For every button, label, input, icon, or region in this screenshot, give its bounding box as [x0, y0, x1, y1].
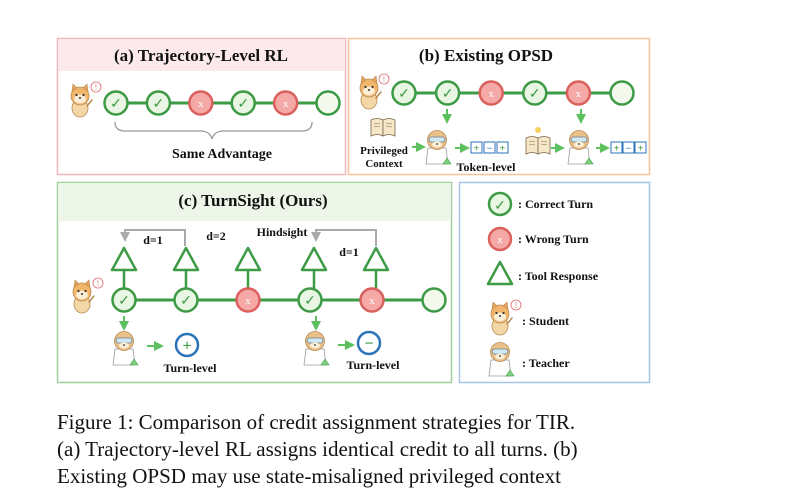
panel-c-header [58, 183, 451, 221]
book-icon [370, 118, 396, 137]
svg-text:✓: ✓ [237, 97, 249, 112]
plus-icon: + [174, 332, 200, 358]
svg-text:+: + [500, 144, 506, 155]
panel-c: (c) TurnSight (Ours) d=1 d=2 Hindsight d… [56, 181, 453, 384]
token-level-boxes-right: + − + [610, 141, 647, 155]
legend-correct: ✓ : Correct Turn [487, 191, 593, 217]
turn-correct-icon: ✓ [297, 287, 323, 313]
turn-wrong-icon: x [235, 287, 261, 313]
legend-student: ! : Student [490, 299, 569, 336]
svg-text:!: ! [95, 83, 98, 92]
svg-text:✓: ✓ [153, 97, 165, 112]
turn-empty-icon [609, 80, 635, 106]
privileged-label: Privileged [360, 145, 408, 157]
svg-text:+: + [182, 338, 191, 355]
turn-wrong-icon: x [272, 90, 299, 116]
panel-b-title: (b) Existing OPSD [419, 46, 553, 65]
token-level-label: Token-level [457, 160, 517, 174]
turn-wrong-icon: x [188, 90, 214, 116]
svg-text:: Student: : Student [522, 314, 569, 328]
turn-wrong-icon: x [478, 80, 504, 106]
turn-level-label: Turn-level [164, 361, 218, 375]
svg-text:!: ! [383, 75, 386, 84]
token-level-boxes-left: + − + [470, 141, 509, 155]
distance-label: d=1 [143, 233, 163, 247]
turn-correct-icon: ✓ [230, 90, 256, 116]
svg-text:✓: ✓ [110, 97, 122, 112]
hindsight-label: Hindsight [257, 225, 308, 239]
caption-line: Figure 1: Comparison of credit assignmen… [57, 410, 576, 434]
turn-correct-icon: ✓ [111, 287, 137, 313]
svg-text:✓: ✓ [494, 199, 506, 214]
svg-text:x: x [198, 98, 204, 110]
svg-text:: Tool Response: : Tool Response [518, 269, 599, 283]
turn-correct-icon: ✓ [434, 80, 461, 106]
svg-text:−: − [626, 144, 632, 155]
svg-text:✓: ✓ [180, 294, 192, 309]
same-advantage-bracket [114, 121, 313, 140]
legend-teacher: : Teacher [488, 342, 570, 377]
student-icon: ! [72, 277, 104, 314]
book-icon [525, 127, 551, 155]
turn-wrong-icon: x [565, 80, 592, 106]
svg-text:x: x [245, 295, 251, 307]
svg-text:+: + [638, 144, 644, 155]
hindsight-connector [120, 229, 186, 246]
panel-b: (b) Existing OPSD ! ✓ ✓ x ✓ x Privileged Con… [347, 37, 651, 176]
svg-text:✓: ✓ [118, 294, 130, 309]
panel-c-title: (c) TurnSight (Ours) [178, 191, 327, 210]
caption-line: (a) Trajectory-level RL assigns identica… [57, 437, 578, 461]
student-icon: ! [359, 73, 390, 110]
turn-empty-icon [315, 90, 341, 116]
context-label: Context [365, 158, 403, 170]
svg-text:x: x [576, 88, 582, 100]
panel-a-title: (a) Trajectory-Level RL [114, 46, 288, 65]
caption-line: Existing OPSD may use state-misaligned p… [57, 464, 561, 488]
distance-label: d=2 [206, 229, 226, 243]
svg-text:: Wrong Turn: : Wrong Turn [518, 232, 589, 246]
svg-text:✓: ✓ [442, 87, 454, 102]
legend-wrong: x : Wrong Turn [487, 226, 589, 252]
svg-text:: Teacher: : Teacher [522, 356, 570, 370]
distance-label: d=1 [339, 245, 359, 259]
svg-text:x: x [369, 295, 375, 307]
turn-correct-icon: ✓ [145, 90, 172, 116]
svg-text:x: x [488, 88, 494, 100]
svg-text:✓: ✓ [398, 87, 410, 102]
legend-tool: : Tool Response [486, 260, 599, 286]
svg-text:+: + [474, 144, 480, 155]
svg-text:−: − [364, 336, 373, 353]
legend-panel: ✓ : Correct Turn x : Wrong Turn : Tool R… [458, 181, 651, 384]
turn-correct-icon: ✓ [522, 80, 548, 106]
turn-correct-icon: ✓ [391, 80, 417, 106]
student-icon: ! [70, 81, 102, 118]
turn-wrong-icon: x [359, 287, 385, 313]
turn-correct-icon: ✓ [103, 90, 129, 116]
svg-text:x: x [497, 234, 503, 246]
svg-text:✓: ✓ [529, 87, 541, 102]
svg-text:−: − [487, 144, 493, 155]
svg-text:✓: ✓ [304, 294, 316, 309]
svg-text:+: + [614, 144, 620, 155]
turn-empty-icon [421, 287, 447, 313]
svg-text:!: ! [515, 301, 518, 310]
svg-text:: Correct Turn: : Correct Turn [518, 197, 593, 211]
hindsight-connector [311, 229, 377, 246]
minus-icon: − [356, 330, 382, 356]
turn-level-label: Turn-level [347, 358, 401, 372]
panel-a-header [58, 39, 345, 71]
same-advantage-label: Same Advantage [172, 147, 272, 162]
turn-correct-icon: ✓ [173, 287, 199, 313]
svg-text:x: x [283, 98, 289, 110]
figure-caption: Figure 1: Comparison of credit assignmen… [57, 409, 697, 490]
svg-text:!: ! [97, 279, 100, 288]
panel-a: (a) Trajectory-Level RL ! ✓ ✓ x ✓ x Same Adv… [56, 37, 347, 176]
